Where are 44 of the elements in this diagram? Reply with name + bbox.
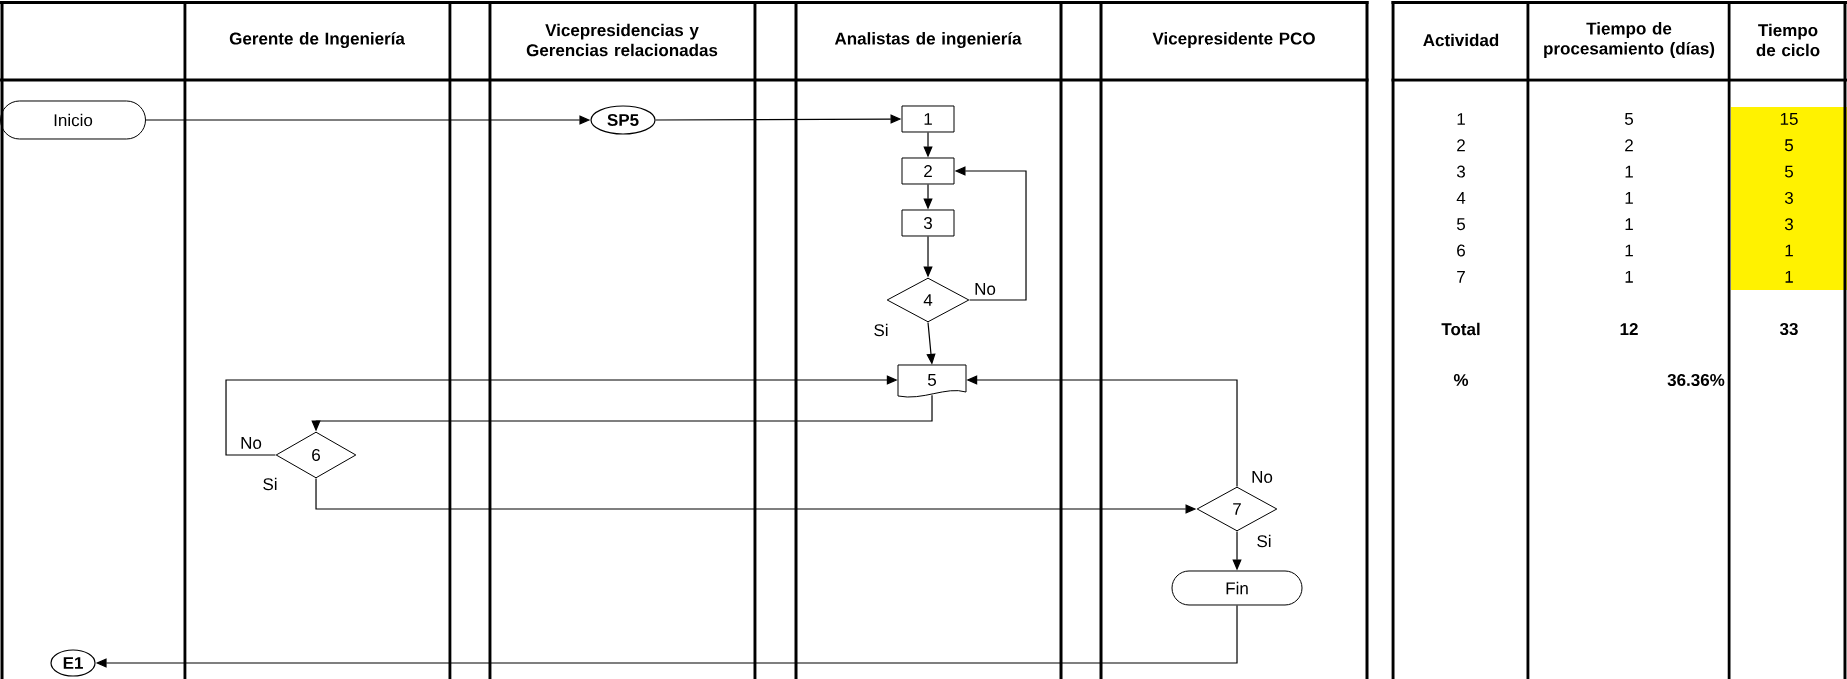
edge-label: Si [261, 476, 279, 492]
table-cell: 1 [1625, 270, 1633, 283]
table-cell: 1 [1625, 218, 1633, 231]
table-cell: 1 [1785, 244, 1793, 257]
edge-label: No [239, 436, 263, 450]
table-cell: 15 [1780, 113, 1798, 125]
edge-label: No [973, 282, 997, 296]
table-cell: 4 [1456, 192, 1466, 204]
table-cell: Total [1441, 322, 1480, 336]
table-cell: 1 [1457, 113, 1465, 125]
table-cell: 7 [1457, 270, 1465, 283]
edge-label: No [1250, 470, 1274, 484]
process-box: 3 [901, 209, 955, 237]
table-cell: 1 [1625, 244, 1633, 257]
connector-oval: SP5 [590, 105, 656, 135]
edge-label: Si [1255, 533, 1273, 549]
lane-header: Gerente de Ingeniería [229, 31, 405, 49]
table-cell: 6 [1457, 244, 1465, 257]
table-cell: 2 [1625, 139, 1633, 152]
process-box: 2 [901, 157, 955, 185]
table-cell: 36.36% [1667, 373, 1725, 386]
table-cell: 1 [1625, 192, 1633, 204]
table-cell: 3 [1456, 165, 1465, 178]
table-cell: % [1453, 374, 1469, 386]
table-cell: 2 [1457, 139, 1465, 152]
column-header: Tiempo de procesamiento (días) [1544, 22, 1715, 58]
edge-label: Si [872, 322, 890, 338]
table-cell: 5 [1784, 139, 1793, 152]
table-cell: 5 [1624, 113, 1633, 125]
table-cell: 5 [1784, 165, 1793, 178]
table-cell: 3 [1784, 191, 1793, 204]
table-cell: 3 [1784, 218, 1793, 231]
connector-oval: E1 [50, 649, 96, 677]
table-cell: 33 [1779, 322, 1798, 335]
table-cell: 1 [1785, 270, 1793, 283]
table-cell: 5 [1456, 218, 1465, 231]
column-header: Actividad [1423, 33, 1499, 47]
table-cell: 12 [1620, 323, 1638, 335]
table-cell: 1 [1625, 165, 1633, 178]
lane-header: Vicepresidencias y Gerencias relacionadas [526, 23, 718, 57]
column-header: Tiempo de ciclo [1756, 23, 1820, 57]
lane-header: Vicepresidente PCO [1152, 32, 1315, 48]
process-box: 1 [901, 105, 955, 133]
lane-header: Analistas de ingeniería [834, 31, 1022, 49]
